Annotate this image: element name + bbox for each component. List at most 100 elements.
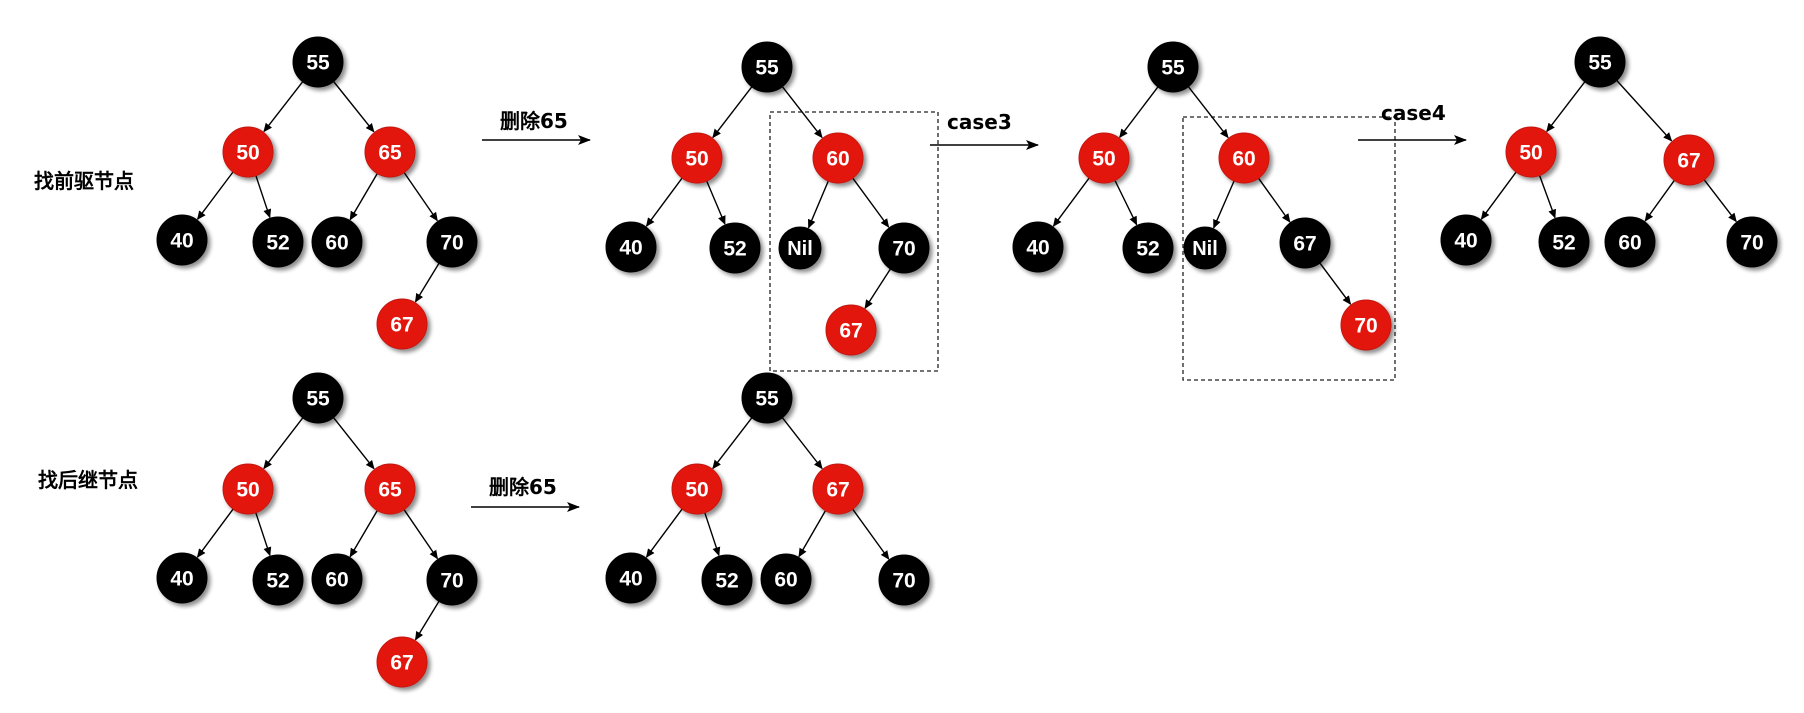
tree-edge [712, 417, 753, 470]
tree-node-red: 50 [222, 126, 274, 178]
tree-edge [349, 173, 378, 221]
node-circle [671, 463, 723, 515]
tree-edge [781, 86, 823, 139]
node-circle [778, 226, 822, 270]
tree-node-black: 55 [741, 372, 793, 424]
node-value: 52 [723, 238, 746, 261]
node-value: 65 [378, 142, 402, 165]
tree-node-black: 40 [1440, 214, 1492, 266]
node-circle [364, 126, 416, 178]
node-value: 40 [170, 230, 193, 253]
node-circle [1340, 299, 1392, 351]
tree-node-black: 55 [741, 41, 793, 93]
tree-edges [196, 80, 1737, 641]
node-circle [709, 222, 761, 274]
node-value: 55 [755, 57, 779, 80]
node-value: 40 [170, 568, 193, 591]
tree-node-black: 70 [426, 554, 478, 606]
node-value: 60 [325, 569, 348, 592]
node-circle [156, 552, 208, 604]
tree-edge [704, 512, 721, 557]
node-circle [1122, 222, 1174, 274]
tree-edge [1538, 175, 1557, 219]
tree-node-red: 50 [671, 463, 723, 515]
node-circle [222, 463, 274, 515]
tree-edge [781, 417, 823, 470]
node-value: 67 [390, 314, 413, 337]
tree-node-black: 40 [605, 552, 657, 604]
predecessor-label: 找前驱节点 [34, 169, 134, 193]
node-circle [741, 372, 793, 424]
tree-edge [864, 268, 891, 310]
tree-node-red: 65 [364, 463, 416, 515]
node-circle [426, 554, 478, 606]
tree-edge [263, 81, 304, 133]
node-circle [1505, 126, 1557, 178]
tree-node-black: 67 [1279, 217, 1331, 269]
tree-edge [414, 600, 440, 641]
node-circle [156, 214, 208, 266]
tree-edge [645, 177, 683, 227]
node-circle [364, 463, 416, 515]
case4-label: case4 [1381, 101, 1446, 125]
node-value: 50 [236, 142, 259, 165]
tree-edge [798, 510, 827, 558]
node-value: Nil [787, 238, 813, 260]
node-value: 60 [1232, 148, 1255, 171]
tree-edge [807, 180, 829, 229]
node-value: 52 [1136, 238, 1159, 261]
node-value: 40 [619, 568, 642, 591]
tree-edge [1546, 81, 1586, 133]
tree-node-black: Nil [1183, 226, 1227, 270]
tree-node-black: 52 [252, 554, 304, 606]
tree-node-black: 55 [1147, 41, 1199, 93]
node-circle [292, 372, 344, 424]
tree-edge [1480, 171, 1517, 220]
node-value: 40 [1454, 230, 1477, 253]
node-value: 52 [266, 232, 289, 255]
tree-node-black: 70 [878, 222, 930, 274]
tree-node-red: 67 [812, 463, 864, 515]
node-value: 50 [1519, 142, 1542, 165]
node-value: 55 [755, 388, 779, 411]
node-value: 55 [306, 52, 330, 75]
node-circle [878, 222, 930, 274]
tree-edge [712, 86, 753, 139]
tree-node-black: Nil [778, 226, 822, 270]
tree-edge [1703, 179, 1737, 223]
tree-node-red: 70 [1340, 299, 1392, 351]
successor-label: 找后继节点 [38, 468, 138, 492]
tree-node-black: 52 [1538, 216, 1590, 268]
tree-node-black: 40 [1012, 221, 1064, 273]
tree-edge [332, 417, 375, 470]
node-value: 67 [390, 652, 413, 675]
tree-edge [1616, 80, 1673, 142]
node-value: 70 [892, 570, 915, 593]
node-value: 52 [266, 570, 289, 593]
tree-edge [403, 172, 438, 222]
tree-node-black: 70 [1726, 216, 1778, 268]
tree-node-red: 67 [376, 298, 428, 350]
tree-edge [349, 510, 378, 558]
tree-edge [333, 81, 375, 133]
node-circle [1663, 134, 1715, 186]
node-value: Nil [1192, 238, 1218, 260]
node-value: 60 [774, 569, 797, 592]
tree-edge [1213, 180, 1235, 229]
node-value: 40 [619, 237, 642, 260]
tree-node-black: 60 [311, 553, 363, 605]
node-circle [1726, 216, 1778, 268]
tree-node-black: 55 [1574, 36, 1626, 88]
case3-label: case3 [947, 110, 1012, 134]
node-value: 67 [839, 320, 862, 343]
tree-nodes: 55 50 65 40 52 60 70 67 55 50 60 40 52 Nil 70 67 55 50 60 4… [156, 36, 1778, 688]
tree-edge [852, 177, 890, 228]
case3-highlight-box [769, 111, 939, 372]
node-value: 70 [1354, 315, 1377, 338]
node-value: 70 [892, 238, 915, 261]
tree-edge [1644, 179, 1675, 222]
node-circle [1574, 36, 1626, 88]
node-circle [252, 216, 304, 268]
node-value: 55 [306, 388, 330, 411]
tree-node-red: 60 [812, 132, 864, 184]
